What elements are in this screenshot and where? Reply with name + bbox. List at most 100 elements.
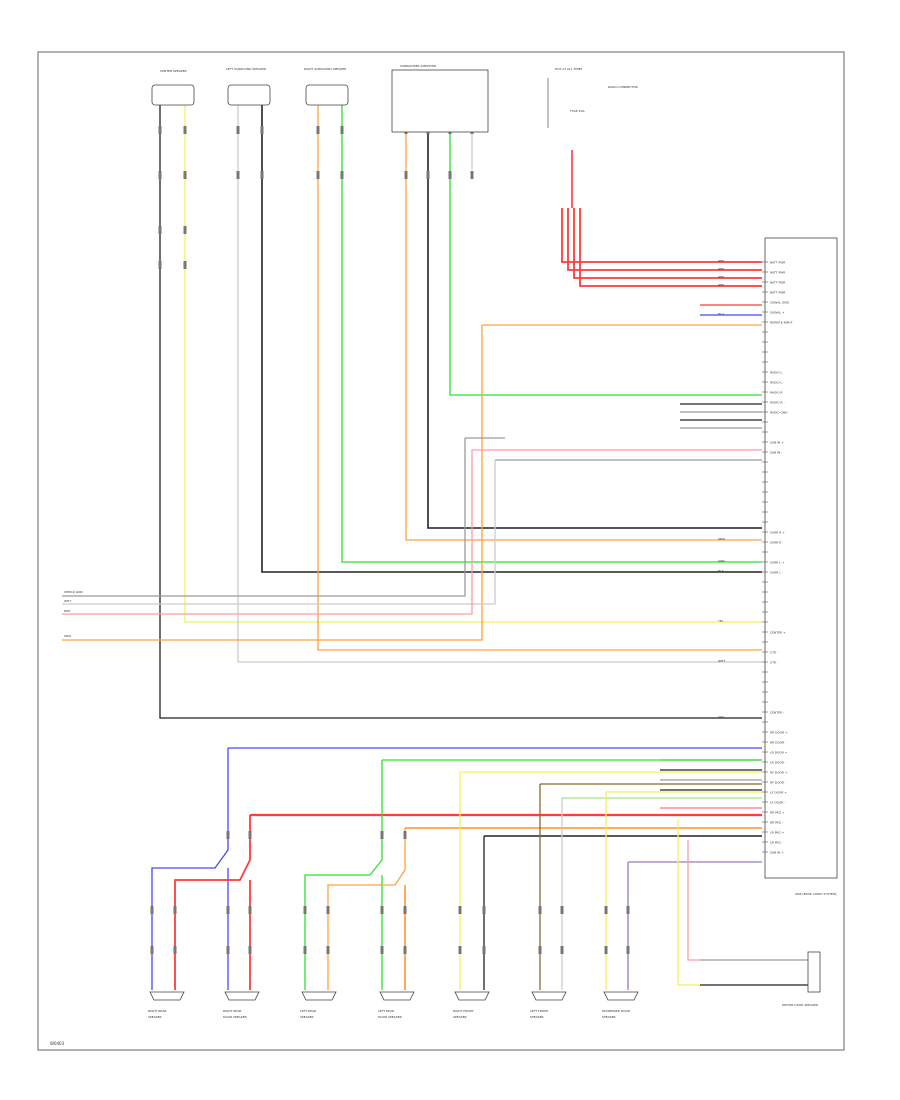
speaker-label-line1: LEFT FRONT <box>530 1009 548 1013</box>
amplifier-pin-label: CENTER - <box>770 710 784 714</box>
connector-pin <box>604 906 608 914</box>
wire <box>573 208 762 279</box>
amplifier-pin-label: RADIO R <box>770 390 783 394</box>
wire-label: GRN <box>718 559 725 563</box>
amplifier-pin-label: SURR R - <box>770 540 783 544</box>
speaker-label-line2: SPEAKER <box>530 1015 544 1019</box>
subwoofer-amplifier <box>391 69 489 133</box>
connector-pin <box>326 946 330 954</box>
wire <box>341 105 762 563</box>
connector-pin <box>226 946 230 954</box>
connector-pin <box>340 171 344 179</box>
wire <box>317 105 762 651</box>
connector-pin <box>448 171 452 179</box>
left-surround-label: LEFT SURROUND SPEAKER <box>226 67 266 71</box>
wire <box>184 105 762 623</box>
speaker-label-line2: DOOR SPEAKER <box>223 1015 247 1019</box>
speaker-symbol <box>149 991 185 1001</box>
wire <box>174 815 251 990</box>
amplifier-pin-label: RR PKG - <box>770 820 783 824</box>
connector-pin <box>340 126 344 134</box>
speaker-label-line1: LEFT REAR <box>300 1009 316 1013</box>
wire-label: ORN <box>718 537 725 541</box>
wires-layer <box>62 105 808 990</box>
amplifier-pin-label: SURR R + <box>770 530 785 534</box>
amplifier-pin-label: SIGNAL + <box>770 310 785 314</box>
amplifier-pin-label: BATT PWR <box>770 280 785 284</box>
connector-pin <box>482 906 486 914</box>
components-layer <box>149 69 821 1001</box>
amplifier-pin-label: RADIO GND <box>770 410 788 414</box>
speaker-symbol <box>224 991 260 1001</box>
radio-connector-label: RADIO CONNECTOR <box>608 85 638 89</box>
speaker-symbol <box>531 991 567 1001</box>
wire <box>567 208 762 271</box>
wire-label: RED <box>64 609 71 613</box>
connector-pin <box>183 126 187 134</box>
wire-label: RED <box>718 275 725 279</box>
speaker-symbol <box>454 991 490 1001</box>
amplifier-pin-label: RR PKG + <box>770 810 785 814</box>
amplifier-pin-label: BATT PWR <box>770 270 785 274</box>
connector-pin <box>403 946 407 954</box>
connector-pin <box>303 906 307 914</box>
amplifier-pin-label: BATT PWR <box>770 260 785 264</box>
connector-pin <box>538 906 542 914</box>
connector-pin <box>226 831 230 839</box>
connector-pin <box>158 226 162 234</box>
wire <box>237 105 762 663</box>
connector-pin <box>260 171 264 179</box>
connector-pin <box>316 171 320 179</box>
wire-label: SHIELD GND <box>64 590 83 594</box>
connector-pin <box>158 261 162 269</box>
wire <box>151 748 229 990</box>
wire <box>405 132 762 541</box>
wire <box>579 208 762 287</box>
speaker-symbol <box>301 991 337 1001</box>
connector-pin <box>226 906 230 914</box>
wire <box>304 760 383 990</box>
wire <box>687 840 700 961</box>
amplifier-pin-label: LR PKG - <box>770 840 783 844</box>
wire <box>427 132 762 529</box>
connector-pin <box>470 171 474 179</box>
diagram-frame <box>37 51 845 1051</box>
connector-pin <box>183 261 187 269</box>
amplifier-pin-label: LR DOOR + <box>770 750 788 754</box>
connector-pin <box>303 946 307 954</box>
amplifier-pin-label: RADIO L - <box>770 380 784 384</box>
amplifier: BATT PWR BATT PWR BATT PWR BATT PWR SIGNAL G… <box>762 237 838 896</box>
connector-pin <box>173 906 177 914</box>
connector-pin <box>150 906 154 914</box>
speaker-label-line2: DOOR SPEAKER <box>378 1015 402 1019</box>
amplifier-pin-label: SURR L + <box>770 560 785 564</box>
speaker-label-line2: SPEAKER <box>300 1015 314 1019</box>
connector-pin <box>560 906 564 914</box>
connector-pin <box>404 171 408 179</box>
amplifier-pin-label: SUB IN + <box>770 850 784 854</box>
amplifier-pin-label: SIGNAL GND <box>770 300 790 304</box>
connector-pin <box>173 946 177 954</box>
connector-pin <box>248 946 252 954</box>
connector-pin <box>183 171 187 179</box>
connector-pin <box>560 946 564 954</box>
amplifier-pin-label: BATT PWR <box>770 290 785 294</box>
speaker-label-line1: RIGHT REAR <box>148 1009 166 1013</box>
connector-pin <box>158 171 162 179</box>
amplifier-pin-label: RR DOOR - <box>770 740 786 744</box>
wire-label: YEL <box>718 619 724 623</box>
wire-label: RED <box>718 283 725 287</box>
wire-label: WHT <box>718 659 725 663</box>
wire-label: GRY <box>718 715 724 719</box>
connector-pin <box>626 906 630 914</box>
fuse-label: FUSE 20A <box>570 109 585 113</box>
connector-pin <box>248 906 252 914</box>
speaker-symbol <box>379 991 415 1001</box>
connector-pin <box>458 946 462 954</box>
speaker-label-line1: LEFT REAR <box>378 1009 394 1013</box>
amplifier-pin-label: LF DOOR - <box>770 800 786 804</box>
right-surround-label: RIGHT SURROUND SPEAKER <box>304 67 346 71</box>
left-surround-speaker <box>227 84 271 106</box>
